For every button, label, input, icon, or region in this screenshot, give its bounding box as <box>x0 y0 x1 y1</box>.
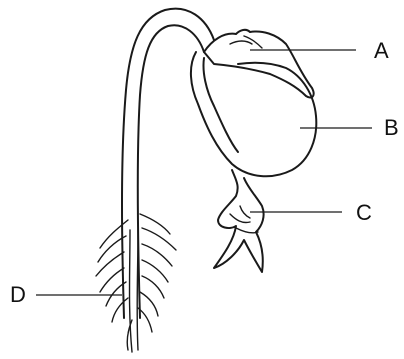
label-b: B <box>384 117 399 139</box>
seed-coat-c <box>214 170 264 272</box>
stem <box>122 9 214 318</box>
label-c: C <box>356 202 372 224</box>
label-d: D <box>10 284 26 306</box>
leader-lines <box>36 50 372 295</box>
root-d <box>96 214 176 352</box>
label-a: A <box>374 40 389 62</box>
